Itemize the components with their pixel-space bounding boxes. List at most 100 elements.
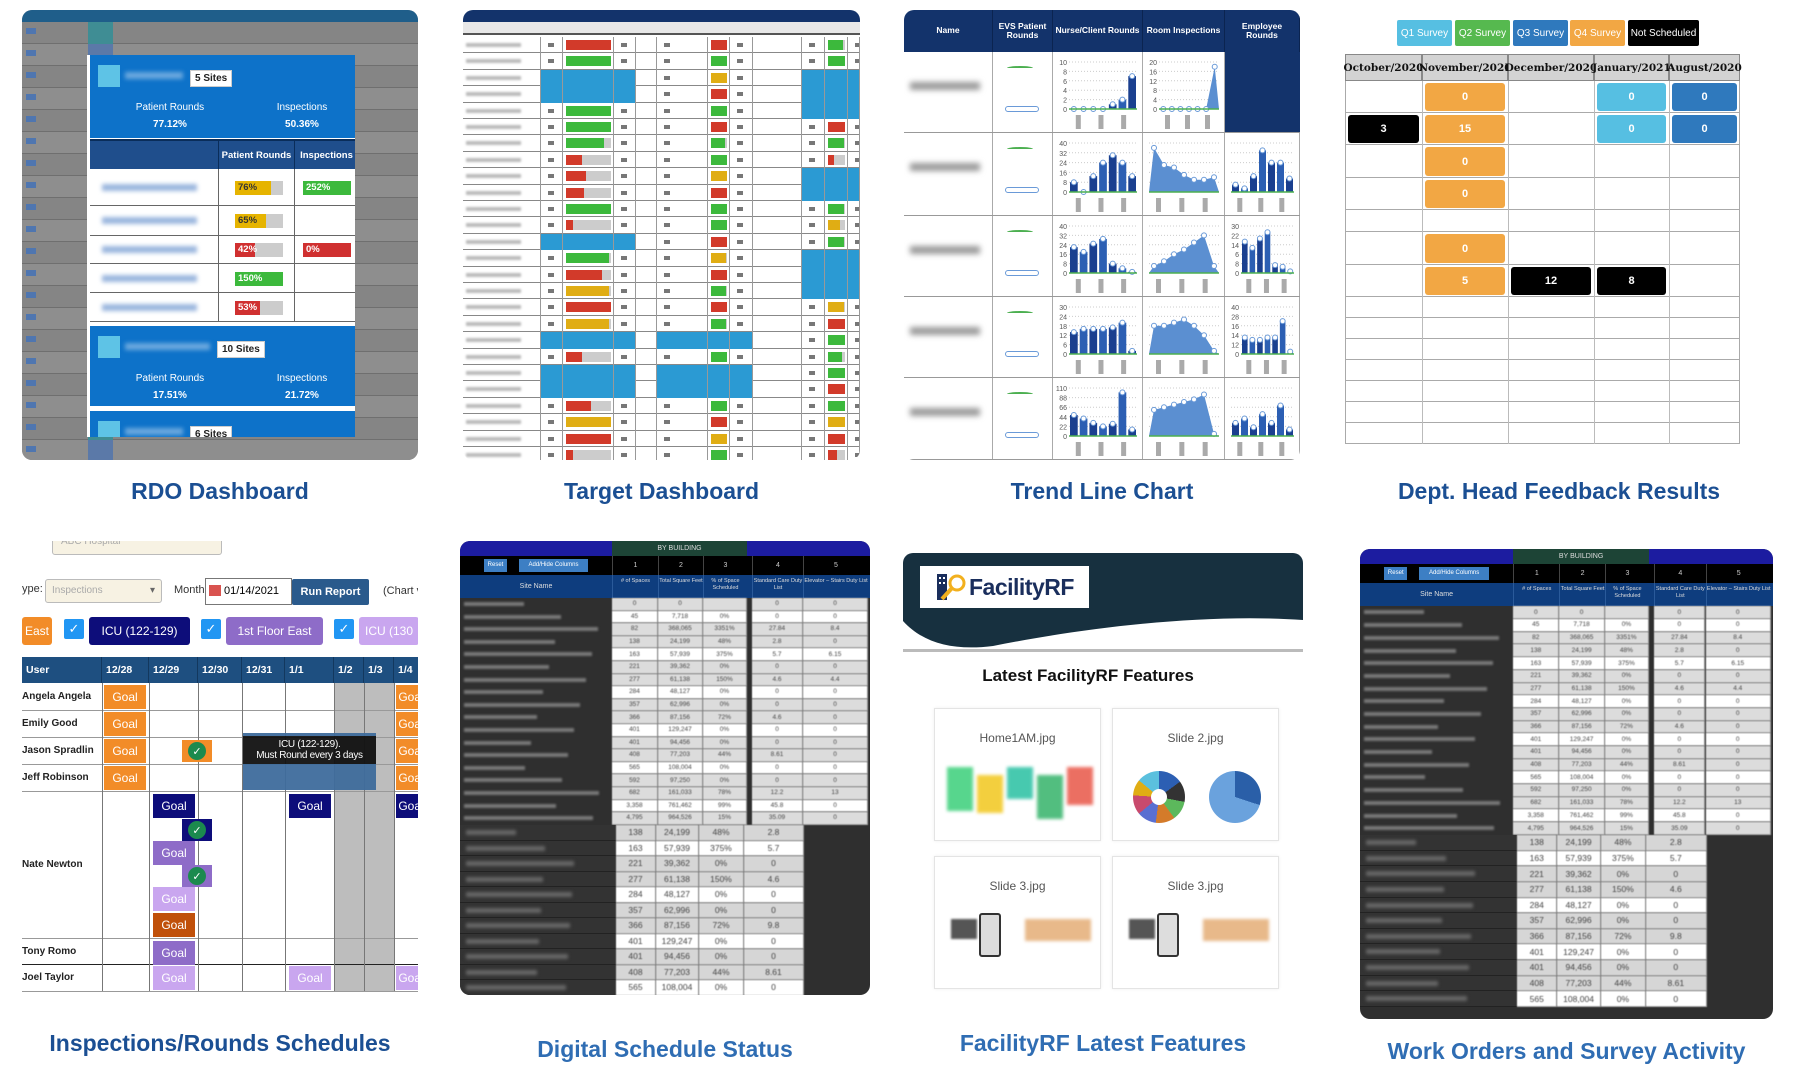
blurred-site-name[interactable] (102, 274, 197, 282)
trend-line-chart-title[interactable]: Trend Line Chart (1010, 478, 1194, 504)
target-row[interactable] (463, 102, 860, 119)
completed-marker[interactable]: ✓ (182, 865, 212, 887)
blurred-site-name[interactable] (102, 183, 197, 191)
survey-count-cell[interactable]: 0 (1425, 83, 1505, 111)
goal-chip[interactable]: Goal (104, 712, 146, 736)
survey-count-cell[interactable]: 0 (1425, 147, 1505, 176)
target-row[interactable] (463, 233, 860, 251)
type-select[interactable]: Inspections▾ (45, 579, 162, 603)
goal-chip[interactable]: Goal (396, 685, 418, 709)
run-report-button[interactable]: Run Report (292, 579, 369, 605)
goal-chip[interactable]: Goal (396, 794, 418, 818)
target-row[interactable] (463, 184, 860, 201)
target-row[interactable] (463, 119, 860, 136)
target-row[interactable] (463, 365, 860, 382)
filter-checkbox[interactable]: ✓ (64, 619, 84, 639)
filter-chip[interactable]: ICU (122-129) (89, 617, 190, 645)
target-row[interactable] (463, 430, 860, 447)
filter-chip[interactable]: 1st Floor East (226, 617, 323, 645)
target-row[interactable] (463, 299, 860, 316)
site-row[interactable]: 42%0% (90, 236, 355, 264)
rdo-dashboard-thumbnail[interactable]: 5 Sites Patient Rounds 77.12% Inspection… (22, 10, 418, 460)
legend-q3-survey[interactable]: Q3 Survey (1513, 20, 1568, 46)
expand-icon[interactable] (98, 65, 120, 87)
target-row[interactable] (463, 397, 860, 415)
legend-q2-survey[interactable]: Q2 Survey (1455, 20, 1510, 46)
inspections-schedule-thumbnail[interactable]: ABC Hospital ype: Inspections▾ Month 01/… (22, 541, 418, 1016)
target-row[interactable] (463, 447, 860, 460)
survey-count-cell[interactable]: 0 (1672, 83, 1737, 111)
filter-chip[interactable]: East (22, 617, 52, 645)
site-row[interactable]: 76%252% (90, 169, 355, 206)
goal-chip[interactable]: Goal (396, 766, 418, 790)
work-orders-title[interactable]: Work Orders and Survey Activity (1387, 1038, 1746, 1064)
survey-count-cell[interactable]: 15 (1425, 115, 1505, 143)
expand-icon[interactable] (98, 421, 120, 437)
legend-q4-survey[interactable]: Q4 Survey (1570, 20, 1625, 46)
filter-checkbox[interactable]: ✓ (334, 619, 354, 639)
feature-thumbnail[interactable]: Slide 3.jpg (1112, 856, 1279, 989)
goal-chip[interactable]: Goal (153, 941, 195, 965)
goal-chip[interactable]: Goal (153, 913, 195, 937)
blurred-site-name[interactable] (102, 303, 197, 311)
target-row[interactable] (463, 53, 860, 70)
survey-count-cell[interactable]: 5 (1425, 267, 1505, 295)
goal-chip[interactable]: Goal (396, 966, 418, 990)
goal-chip[interactable]: Goal (289, 966, 331, 990)
reset-button[interactable]: Reset (484, 559, 507, 572)
completed-marker[interactable]: ✓ (182, 819, 212, 841)
survey-count-cell[interactable]: 8 (1597, 267, 1666, 295)
site-row[interactable]: 53% (90, 293, 355, 322)
target-row[interactable] (463, 381, 860, 398)
goal-chip[interactable]: Goal (104, 685, 146, 709)
survey-count-cell[interactable]: 0 (1597, 115, 1666, 143)
survey-count-cell[interactable]: 0 (1425, 234, 1505, 263)
target-row[interactable] (463, 135, 860, 152)
target-row[interactable] (463, 217, 860, 234)
inspections-schedule-title[interactable]: Inspections/Rounds Schedules (49, 1030, 391, 1056)
target-row[interactable] (463, 37, 860, 54)
target-row[interactable] (463, 250, 860, 267)
target-row[interactable] (463, 348, 860, 365)
target-row[interactable] (463, 201, 860, 218)
facilityrf-features-title[interactable]: FacilityRF Latest Features (959, 1030, 1247, 1056)
survey-count-cell[interactable]: 0 (1425, 180, 1505, 208)
goal-chip[interactable]: Goal (104, 739, 146, 763)
survey-count-cell[interactable]: 12 (1511, 267, 1591, 295)
filter-checkbox[interactable]: ✓ (201, 619, 221, 639)
site-row[interactable]: 65% (90, 206, 355, 236)
goal-chip[interactable]: Goal (153, 887, 195, 911)
site-row[interactable]: 150% (90, 264, 355, 293)
goal-chip[interactable]: Goal (153, 841, 195, 865)
goal-chip[interactable]: Goal (153, 966, 195, 990)
target-row[interactable] (463, 315, 860, 333)
goal-chip[interactable]: Goal (396, 712, 418, 736)
blurred-site-name[interactable] (102, 246, 197, 253)
feature-thumbnail[interactable]: Slide 2.jpg (1112, 708, 1279, 841)
goal-chip[interactable]: Goal (289, 794, 331, 818)
completed-marker[interactable]: ✓ (182, 740, 212, 762)
goal-chip[interactable]: Goal (396, 739, 418, 763)
facilityrf-features-thumbnail[interactable]: FacilityRF Latest FacilityRF Features Ho… (903, 553, 1303, 993)
survey-count-cell[interactable]: 0 (1672, 115, 1737, 143)
blurred-site-name[interactable] (102, 217, 197, 224)
target-dashboard-thumbnail[interactable] (463, 10, 860, 460)
reset-button[interactable]: Reset (1384, 567, 1408, 581)
dept-head-feedback-title[interactable]: Dept. Head Feedback Results (1397, 478, 1721, 504)
expand-icon[interactable] (98, 336, 120, 358)
target-row[interactable] (463, 414, 860, 431)
filter-chip[interactable]: ICU (130 (359, 617, 418, 645)
month-input[interactable]: 01/14/2021 (205, 578, 292, 605)
target-dashboard-title[interactable]: Target Dashboard (563, 478, 760, 504)
target-row[interactable] (463, 266, 860, 283)
target-row[interactable] (463, 168, 860, 185)
target-row[interactable] (463, 151, 860, 169)
rdo-dashboard-title[interactable]: RDO Dashboard (131, 478, 309, 504)
